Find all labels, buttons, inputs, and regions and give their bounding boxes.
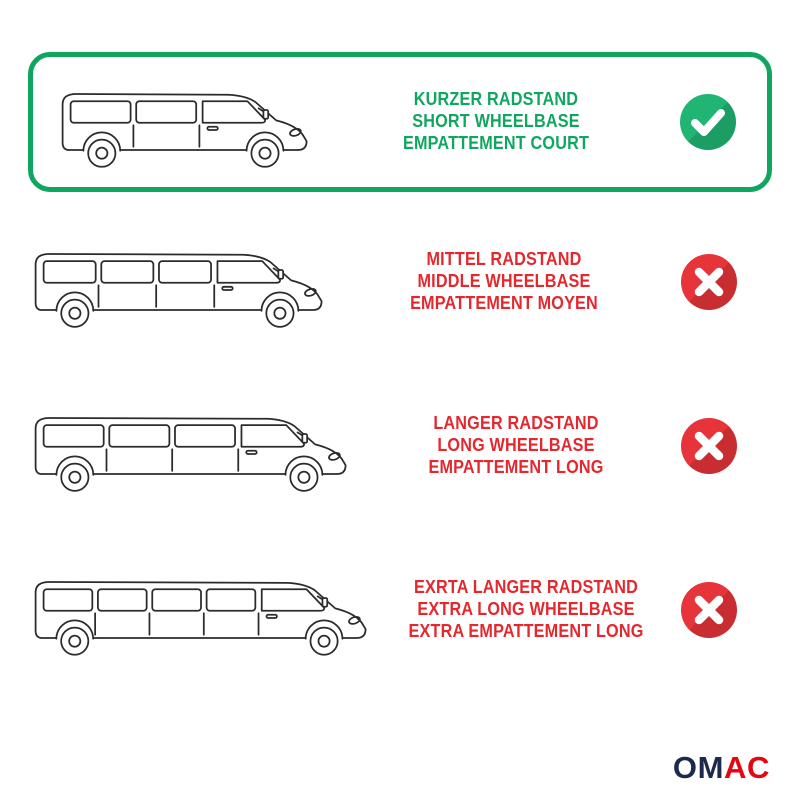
- label-fr: EXTRA EMPATTEMENT LONG: [408, 620, 644, 641]
- label-en: SHORT WHEELBASE: [412, 111, 580, 132]
- van-illustration-middle: [30, 233, 328, 331]
- label-de: MITTEL RADSTAND: [426, 249, 582, 270]
- x-icon: [681, 254, 737, 310]
- van-illustration-extra-long: [30, 561, 372, 659]
- label-fr: EMPATTEMENT COURT: [402, 132, 590, 153]
- label-en: LONG WHEELBASE: [437, 435, 595, 456]
- status-rejected-badge: [680, 581, 738, 639]
- label-de: KURZER RADSTAND: [413, 89, 579, 110]
- status-approved-badge: [679, 93, 737, 151]
- van-icon: [61, 93, 308, 168]
- label-fr: EMPATTEMENT LONG: [428, 456, 604, 477]
- status-rejected-badge: [680, 417, 738, 475]
- van-icon: [34, 581, 367, 656]
- x-icon: [681, 582, 737, 638]
- van-illustration-long: [30, 397, 352, 495]
- x-icon: [681, 418, 737, 474]
- logo-text-om: OM: [672, 750, 725, 785]
- van-illustration-short: [57, 73, 313, 171]
- logo-text-ac: AC: [724, 750, 770, 785]
- label-de: LANGER RADSTAND: [433, 413, 599, 434]
- status-rejected-badge: [680, 253, 738, 311]
- check-icon: [680, 94, 736, 150]
- van-icon: [34, 417, 347, 492]
- label-de: EXRTA LANGER RADSTAND: [414, 577, 638, 598]
- label-fr: EMPATTEMENT MOYEN: [410, 292, 598, 313]
- omac-logo: OMAC: [673, 750, 770, 786]
- label-en: EXTRA LONG WHEELBASE: [417, 599, 635, 620]
- van-icon: [34, 253, 323, 328]
- label-en: MIDDLE WHEELBASE: [417, 271, 591, 292]
